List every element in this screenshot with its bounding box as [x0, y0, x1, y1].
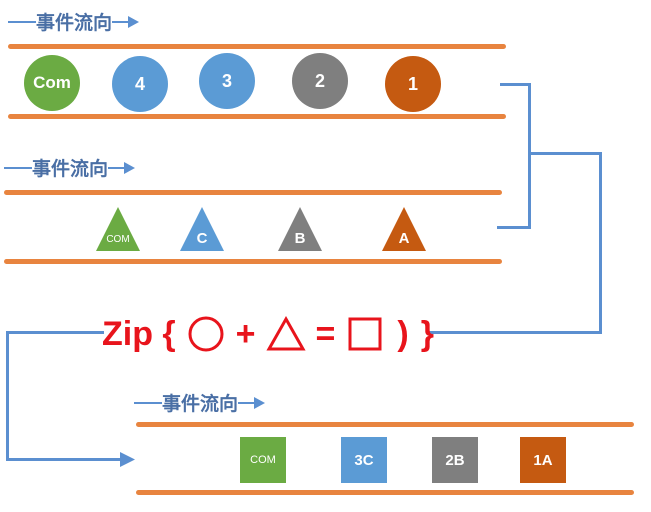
- rail-top-1: [8, 44, 506, 49]
- flow-arrow-line: [8, 20, 36, 23]
- event-circle-1: 1: [385, 56, 441, 112]
- event-circle-label: Com: [33, 73, 71, 92]
- triangle-outline-icon: [265, 315, 306, 351]
- event-triangle-a: A: [382, 207, 426, 251]
- event-square-2b: 2B: [432, 437, 478, 483]
- flow-arrow-line: [238, 401, 255, 404]
- event-circle-label: 2: [314, 70, 325, 91]
- rail-top-3: [136, 422, 634, 427]
- arrow-right-icon: [128, 15, 140, 28]
- connector-line: [500, 83, 530, 86]
- flow-arrow-line: [112, 20, 129, 23]
- event-circle-label: 1: [407, 73, 418, 94]
- connector-line: [6, 331, 9, 461]
- rail-bottom-2: [4, 259, 502, 264]
- arrow-right-icon: [120, 452, 135, 467]
- zip-formula: Zip { + = ) }: [102, 311, 434, 357]
- zip-equals: =: [315, 314, 336, 353]
- event-square-3c: 3C: [341, 437, 387, 483]
- event-square-label: COM: [250, 454, 276, 466]
- event-circle-com: Com: [24, 55, 80, 111]
- flow-direction-label-1: 事件流向: [8, 8, 140, 35]
- event-square-label: 1A: [533, 451, 553, 469]
- flow-arrow-line: [4, 166, 32, 169]
- connector-line: [599, 152, 602, 334]
- event-triangle-b: B: [278, 207, 322, 251]
- event-triangle-c: C: [180, 207, 224, 251]
- circle-outline-icon: [188, 316, 224, 352]
- zip-suffix: ): [397, 314, 409, 353]
- flow-arrow-line: [108, 166, 125, 169]
- connector-line: [6, 331, 104, 334]
- rail-bottom-3: [136, 490, 634, 495]
- square-outline-icon: [348, 317, 382, 351]
- event-circle-label: 3: [221, 70, 232, 91]
- event-square-label: 3C: [354, 451, 374, 469]
- event-circle-4: 4: [112, 56, 168, 112]
- connector-line: [528, 83, 531, 229]
- rail-bottom-1: [8, 114, 506, 119]
- flow-direction-label-3: 事件流向: [134, 389, 266, 416]
- event-triangle-label: A: [399, 230, 410, 247]
- flow-direction-label-2: 事件流向: [4, 154, 136, 181]
- rail-top-2: [4, 190, 502, 195]
- arrow-right-icon: [124, 161, 136, 174]
- event-square-label: 2B: [445, 451, 465, 469]
- event-circle-3: 3: [199, 53, 255, 109]
- flow-direction-text: 事件流向: [162, 393, 239, 415]
- flow-direction-text: 事件流向: [32, 158, 109, 180]
- connector-line: [528, 152, 602, 155]
- connector-line: [497, 226, 531, 229]
- event-triangle-com: COM: [96, 207, 140, 251]
- zip-plus: +: [235, 314, 256, 353]
- event-square-com: COM: [240, 437, 286, 483]
- event-triangle-label: COM: [106, 234, 129, 245]
- event-circle-2: 2: [292, 53, 348, 109]
- zip-close: }: [420, 314, 434, 353]
- zip-prefix: Zip {: [102, 314, 176, 353]
- event-triangle-label: B: [295, 230, 306, 247]
- connector-line: [6, 458, 122, 461]
- connector-line: [426, 331, 602, 334]
- arrow-right-icon: [254, 396, 266, 409]
- flow-direction-text: 事件流向: [36, 12, 113, 34]
- flow-arrow-line: [134, 401, 162, 404]
- event-square-1a: 1A: [520, 437, 566, 483]
- event-triangle-label: C: [197, 230, 208, 247]
- event-circle-label: 4: [134, 73, 145, 94]
